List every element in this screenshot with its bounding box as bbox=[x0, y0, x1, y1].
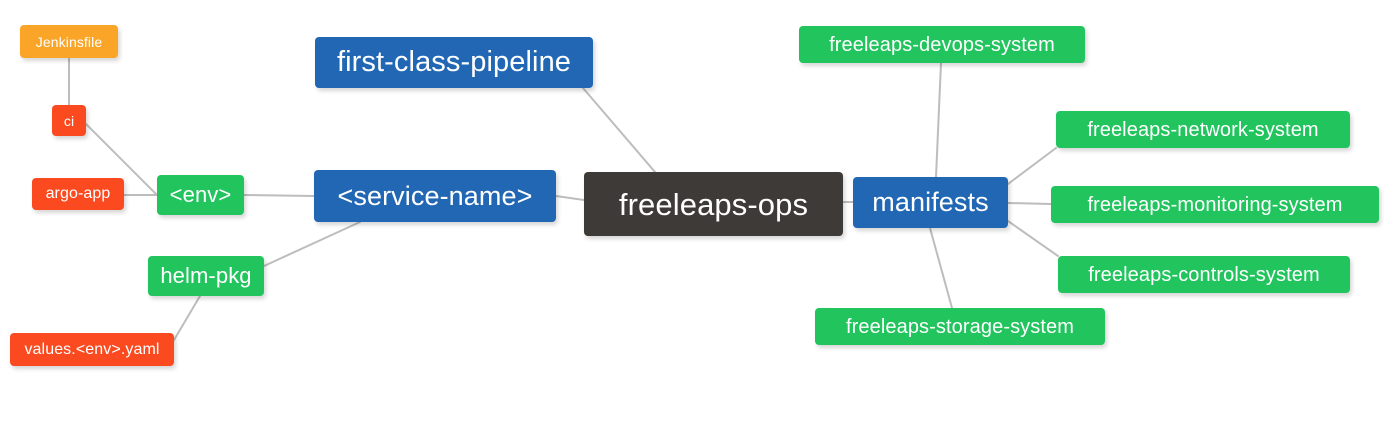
edge-helm-pkg-to-service-name bbox=[263, 221, 361, 267]
node-label: values.<env>.yaml bbox=[24, 340, 160, 358]
node-freeleaps-ops[interactable]: freeleaps-ops bbox=[584, 172, 843, 236]
node-label: manifests bbox=[872, 187, 989, 217]
node-label: freeleaps-controls-system bbox=[1088, 263, 1320, 286]
node-label: freeleaps-monitoring-system bbox=[1087, 193, 1343, 216]
node-network-system[interactable]: freeleaps-network-system bbox=[1056, 111, 1350, 148]
node-argo-app[interactable]: argo-app bbox=[32, 178, 124, 210]
edge-manifests-to-storage-system bbox=[929, 227, 953, 309]
node-label: freeleaps-ops bbox=[618, 186, 809, 222]
edge-manifests-to-controls-system bbox=[1007, 220, 1059, 257]
node-label: freeleaps-devops-system bbox=[829, 33, 1055, 56]
node-controls-system[interactable]: freeleaps-controls-system bbox=[1058, 256, 1350, 293]
node-label: helm-pkg bbox=[160, 263, 252, 288]
edge-env-to-service-name bbox=[243, 194, 315, 197]
node-ci[interactable]: ci bbox=[52, 105, 86, 136]
edge-manifests-to-monitoring-system bbox=[1007, 202, 1052, 205]
node-label: argo-app bbox=[45, 185, 111, 202]
edge-values-yaml-to-helm-pkg bbox=[173, 295, 201, 341]
node-env[interactable]: <env> bbox=[157, 175, 244, 215]
node-label: Jenkinsfile bbox=[35, 33, 103, 50]
edge-service-name-to-freeleaps-ops bbox=[555, 195, 585, 201]
edge-manifests-to-network-system bbox=[1007, 147, 1057, 185]
node-label: ci bbox=[63, 112, 75, 129]
node-label: freeleaps-network-system bbox=[1087, 118, 1319, 141]
node-helm-pkg[interactable]: helm-pkg bbox=[148, 256, 264, 296]
edge-manifests-to-devops-system bbox=[935, 62, 942, 178]
node-label: <env> bbox=[169, 182, 232, 207]
node-service-name[interactable]: <service-name> bbox=[314, 170, 556, 222]
node-manifests[interactable]: manifests bbox=[853, 177, 1008, 228]
node-monitoring-system[interactable]: freeleaps-monitoring-system bbox=[1051, 186, 1379, 223]
node-storage-system[interactable]: freeleaps-storage-system bbox=[815, 308, 1105, 345]
node-jenkinsfile[interactable]: Jenkinsfile bbox=[20, 25, 118, 58]
edge-first-class-pipeline-to-freeleaps-ops bbox=[582, 87, 656, 173]
node-label: <service-name> bbox=[337, 180, 533, 211]
node-label: freeleaps-storage-system bbox=[845, 315, 1075, 338]
node-label: first-class-pipeline bbox=[336, 46, 572, 78]
node-first-class-pipeline[interactable]: first-class-pipeline bbox=[315, 37, 593, 88]
node-values-yaml[interactable]: values.<env>.yaml bbox=[10, 333, 174, 366]
node-devops-system[interactable]: freeleaps-devops-system bbox=[799, 26, 1085, 63]
